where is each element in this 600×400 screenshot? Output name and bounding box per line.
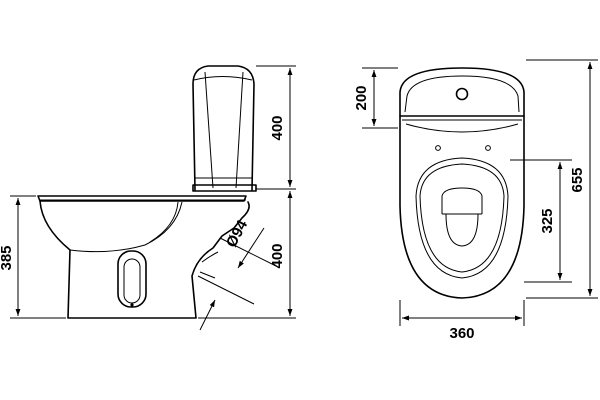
dim-top-tank-depth: 200 (353, 67, 398, 129)
dim-top-seat-length: 325 (510, 159, 572, 283)
dim-label-385: 385 (0, 245, 15, 270)
side-view: 385 400 400 Ø94 (0, 65, 296, 331)
dim-side-tank-height: 400 (256, 65, 296, 190)
dim-side-lower-height: 400 (198, 191, 296, 319)
side-bowl (37, 195, 250, 319)
top-cistern (399, 67, 525, 117)
dim-label-325: 325 (539, 208, 556, 233)
side-cistern (192, 65, 257, 192)
dim-label-200: 200 (353, 85, 370, 110)
flush-button-icon (455, 87, 469, 101)
dim-top-width: 360 (399, 300, 525, 342)
top-bowl (399, 115, 525, 299)
dim-top-total-length: 655 (526, 59, 598, 299)
top-view: 200 655 325 360 (353, 59, 598, 342)
dim-side-bowl-height: 385 (0, 195, 66, 319)
dim-label-655: 655 (569, 167, 586, 192)
dim-label-diameter: Ø94 (223, 217, 252, 251)
dim-outlet-diameter: Ø94 (197, 217, 277, 331)
dim-label-360: 360 (449, 325, 474, 342)
dim-label-400-lower: 400 (269, 243, 286, 268)
dim-label-400-upper: 400 (269, 115, 286, 140)
